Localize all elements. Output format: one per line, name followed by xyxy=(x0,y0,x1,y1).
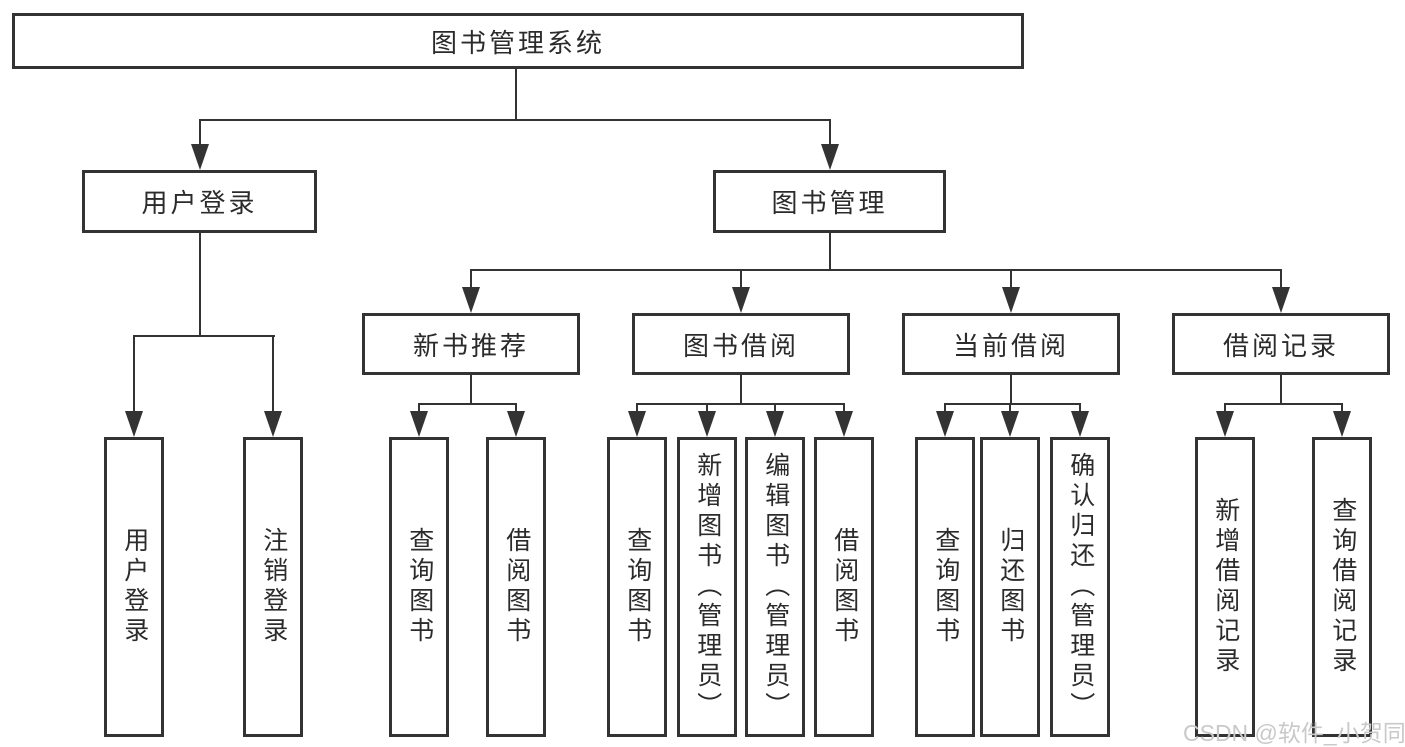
connector-drop-cb-confirm xyxy=(1079,403,1081,412)
connector-bookborrow-trunk xyxy=(740,375,742,404)
arrowhead-bb-query xyxy=(628,411,646,437)
arrowhead-newbook-query xyxy=(410,411,428,437)
connector-drop-current-borrow xyxy=(1010,269,1012,290)
connector-drop-leaf-logout xyxy=(272,335,274,413)
arrowhead-current-borrow xyxy=(1002,287,1020,313)
arrowhead-book-management xyxy=(821,144,839,170)
node-new-book-recommend-label: 新书推荐 xyxy=(412,330,529,361)
connector-drop-bb-edit xyxy=(774,403,776,412)
node-current-borrow: 当前借阅 xyxy=(902,313,1120,375)
leaf-user-login-label: 用户登录 xyxy=(120,527,149,647)
arrowhead-cb-return xyxy=(1001,411,1019,437)
leaf-return-book-label: 归还图书 xyxy=(996,527,1025,647)
leaf-logout-label: 注销登录 xyxy=(259,527,288,647)
leaf-query-borrow-record-label: 查询借阅记录 xyxy=(1328,497,1357,677)
node-current-borrow-label: 当前借阅 xyxy=(952,330,1069,361)
arrowhead-leaf-user-login xyxy=(125,411,143,437)
connector-level2-rail xyxy=(199,119,831,121)
node-borrow-records-label: 借阅记录 xyxy=(1222,330,1339,361)
connector-drop-user-login xyxy=(199,119,201,146)
node-book-borrow: 图书借阅 xyxy=(632,313,850,375)
connector-records-rail xyxy=(1225,403,1343,405)
connector-drop-borrow-records xyxy=(1280,269,1282,290)
connector-drop-rec-add xyxy=(1224,403,1226,412)
leaf-borrow-edit-book: 编辑图书（管理员） xyxy=(745,437,805,737)
arrowhead-borrow-records xyxy=(1272,287,1290,313)
leaf-borrow-book: 借阅图书 xyxy=(814,437,874,737)
arrowhead-cb-query xyxy=(936,411,954,437)
connector-level3-rail xyxy=(470,269,1282,271)
node-root-label: 图书管理系统 xyxy=(430,27,605,58)
leaf-current-query: 查询图书 xyxy=(915,437,975,737)
connector-drop-new-book-recommend xyxy=(470,269,472,290)
leaf-newbook-borrow-label: 借阅图书 xyxy=(502,527,531,647)
arrowhead-book-borrow xyxy=(732,287,750,313)
leaf-query-borrow-record: 查询借阅记录 xyxy=(1312,437,1372,737)
leaf-add-borrow-record: 新增借阅记录 xyxy=(1195,437,1255,737)
arrowhead-user-login xyxy=(191,144,209,170)
leaf-confirm-return: 确认归还（管理员） xyxy=(1050,437,1110,737)
leaf-logout: 注销登录 xyxy=(243,437,303,737)
connector-user-login-trunk xyxy=(199,233,201,336)
leaf-newbook-query-label: 查询图书 xyxy=(405,527,434,647)
connector-drop-bb-add xyxy=(706,403,708,412)
leaf-return-book: 归还图书 xyxy=(980,437,1040,737)
connector-root-trunk xyxy=(515,69,517,121)
arrowhead-newbook-borrow xyxy=(507,411,525,437)
leaf-newbook-borrow: 借阅图书 xyxy=(486,437,546,737)
connector-drop-book-management xyxy=(829,119,831,146)
connector-current-rail xyxy=(945,403,1081,405)
connector-newbook-rail xyxy=(419,403,517,405)
leaf-user-login: 用户登录 xyxy=(104,437,164,737)
connector-newbook-trunk xyxy=(470,375,472,404)
leaf-borrow-add-book: 新增图书（管理员） xyxy=(677,437,737,737)
arrowhead-cb-confirm xyxy=(1071,411,1089,437)
leaf-borrow-add-book-label: 新增图书（管理员） xyxy=(693,452,722,722)
leaf-borrow-edit-book-label: 编辑图书（管理员） xyxy=(761,452,790,722)
connector-current-trunk xyxy=(1010,375,1012,404)
connector-drop-rec-query xyxy=(1341,403,1343,412)
connector-drop-book-borrow xyxy=(740,269,742,290)
arrowhead-leaf-logout xyxy=(264,411,282,437)
node-book-management-label: 图书管理 xyxy=(771,188,888,218)
connector-drop-cb-return xyxy=(1009,403,1011,412)
leaf-borrow-query-label: 查询图书 xyxy=(623,527,652,647)
node-user-login: 用户登录 xyxy=(82,170,317,233)
node-root: 图书管理系统 xyxy=(12,13,1024,69)
connector-records-trunk xyxy=(1280,375,1282,404)
arrowhead-bb-edit xyxy=(766,411,784,437)
leaf-newbook-query: 查询图书 xyxy=(389,437,449,737)
connector-drop-bb-borrow xyxy=(843,403,845,412)
leaf-confirm-return-label: 确认归还（管理员） xyxy=(1066,452,1095,722)
arrowhead-rec-add xyxy=(1216,411,1234,437)
leaf-borrow-query: 查询图书 xyxy=(607,437,667,737)
connector-book-management-trunk xyxy=(829,233,831,270)
node-book-management: 图书管理 xyxy=(713,170,946,233)
connector-drop-bb-query xyxy=(636,403,638,412)
node-user-login-label: 用户登录 xyxy=(141,188,258,218)
connector-drop-cb-query xyxy=(944,403,946,412)
arrowhead-bb-add xyxy=(698,411,716,437)
leaf-borrow-book-label: 借阅图书 xyxy=(830,527,859,647)
node-new-book-recommend: 新书推荐 xyxy=(362,313,580,375)
connector-bookborrow-rail xyxy=(637,403,845,405)
arrowhead-new-book-recommend xyxy=(462,287,480,313)
arrowhead-rec-query xyxy=(1333,411,1351,437)
connector-user-login-rail xyxy=(133,335,275,337)
connector-drop-newbook-borrow xyxy=(515,403,517,412)
leaf-current-query-label: 查询图书 xyxy=(931,527,960,647)
connector-drop-newbook-query xyxy=(418,403,420,412)
arrowhead-bb-borrow xyxy=(835,411,853,437)
node-book-borrow-label: 图书借阅 xyxy=(682,330,799,361)
leaf-add-borrow-record-label: 新增借阅记录 xyxy=(1211,497,1240,677)
csdn-watermark: CSDN @软件_小贺同学 xyxy=(1183,720,1405,746)
connector-drop-leaf-user-login xyxy=(133,335,135,413)
node-borrow-records: 借阅记录 xyxy=(1172,313,1390,375)
